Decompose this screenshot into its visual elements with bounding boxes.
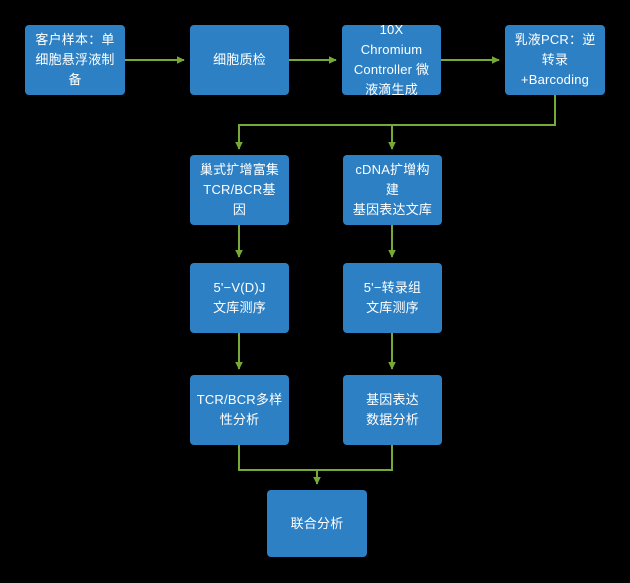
node-cell-qc[interactable]: 细胞质检 <box>190 25 289 95</box>
edge-emulsion-to-nested <box>235 95 556 150</box>
node-expr-analysis[interactable]: 基因表达 数据分析 <box>343 375 442 445</box>
node-emulsion-pcr[interactable]: 乳液PCR：逆 转录 +Barcoding <box>505 25 605 95</box>
node-vdj-seq[interactable]: 5'−V(D)J 文库测序 <box>190 263 289 333</box>
node-chromium[interactable]: 10X Chromium Controller 微 液滴生成 <box>342 22 441 97</box>
node-tcr-analysis[interactable]: TCR/BCR多样 性分析 <box>190 375 289 445</box>
node-rna-seq[interactable]: 5'−转录组 文库测序 <box>343 263 442 333</box>
node-joint-analysis[interactable]: 联合分析 <box>267 490 367 557</box>
edge-tcr-to-joint <box>238 445 317 471</box>
node-sample[interactable]: 客户样本：单 细胞悬浮液制 备 <box>25 25 125 95</box>
node-cdna-library[interactable]: cDNA扩增构建 基因表达文库 <box>343 155 442 225</box>
edge-expr-to-joint <box>317 445 393 471</box>
node-nested-pcr[interactable]: 巢式扩增富集 TCR/BCR基 因 <box>190 155 289 225</box>
